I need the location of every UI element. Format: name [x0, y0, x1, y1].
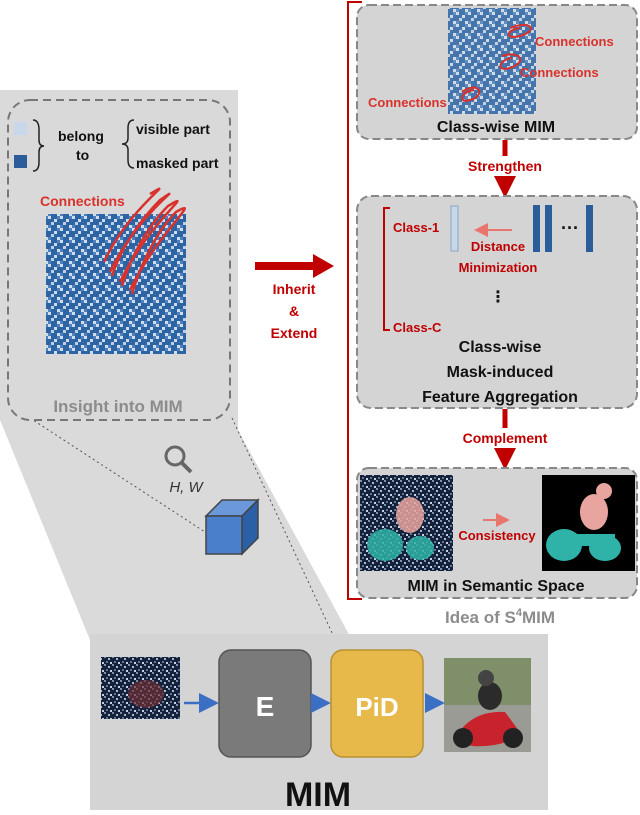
semantic-mask-shapes: [546, 483, 621, 561]
semantic-title: MIM in Semantic Space: [408, 578, 585, 595]
hw-label: H, W: [169, 479, 204, 496]
to-label: to: [76, 147, 89, 163]
mim-title: MIM: [285, 776, 351, 814]
insight-title: Insight into MIM: [53, 397, 182, 416]
s4mim-caption: Idea of S4MIM: [445, 607, 555, 627]
strengthen-label-bg: [455, 156, 555, 176]
insight-panel: belong to visible part masked part Conne…: [7, 99, 231, 421]
visible-part-label: visible part: [136, 121, 210, 137]
ampersand-label: &: [289, 303, 299, 319]
minimization-label: Minimization: [459, 260, 538, 275]
feature-bar-2: [545, 205, 552, 252]
legend-visible-swatch: [14, 122, 27, 135]
s4mim-bracket: [347, 1, 362, 600]
legend-brace-left: [32, 119, 45, 172]
extend-label: Extend: [271, 325, 318, 341]
aggregation-title-2: Mask-induced: [447, 364, 554, 381]
distance-label: Distance: [471, 239, 525, 254]
feature-cube-icon: [204, 498, 260, 556]
belong-label: belong: [58, 128, 104, 144]
reconstructed-image: [444, 658, 531, 752]
decoder-block: [330, 649, 424, 758]
caption-prefix: Idea of S: [445, 608, 516, 627]
aggregated-feature-bar: [450, 205, 459, 252]
feature-ellipsis: ···: [561, 218, 579, 238]
decoder-label: PiD: [355, 692, 398, 722]
aggregation-title-1: Class-wise: [459, 339, 542, 356]
complement-label-bg: [450, 428, 560, 448]
caption-sup: 4: [516, 607, 523, 619]
consistency-label: Consistency: [458, 528, 536, 543]
class-1-label: Class-1: [393, 220, 439, 235]
strengthen-label: Strengthen: [468, 158, 542, 174]
connections-label-3: Connections: [368, 95, 447, 110]
classwise-connection-curves: [461, 24, 532, 102]
class-bracket: [383, 207, 390, 331]
masked-input-rider: [128, 680, 164, 708]
masked-semantic-shapes: [367, 497, 434, 561]
connections-label-1: Connections: [535, 34, 614, 49]
complement-label: Complement: [463, 430, 548, 446]
classwise-mim-title: Class-wise MIM: [437, 119, 555, 136]
connection-curves: [102, 187, 186, 295]
classwise-mim-panel: Connections Connections Connections Clas…: [356, 4, 638, 140]
legend-brace-right: [121, 119, 135, 169]
mim-panel: E PiD MIM: [90, 634, 548, 814]
aggregation-panel: Class-1 Class-C ··· Distance Minimizatio…: [356, 195, 638, 409]
semantic-panel: Consistency MIM in Semantic Space: [356, 467, 638, 599]
inherit-extend-arrow: [255, 254, 334, 278]
connections-label-2: Connections: [520, 65, 599, 80]
caption-suffix: MIM: [522, 608, 555, 627]
vertical-ellipsis: ⋮: [490, 289, 506, 306]
class-c-label: Class-C: [393, 320, 442, 335]
feature-bar-3: [586, 205, 593, 252]
aggregation-title-3: Feature Aggregation: [422, 389, 578, 406]
feature-bar-1: [533, 205, 540, 252]
legend-masked-swatch: [14, 155, 27, 168]
connections-label: Connections: [40, 193, 125, 209]
encoder-label: E: [256, 691, 275, 722]
masked-part-label: masked part: [136, 155, 219, 171]
inherit-label: Inherit: [273, 281, 316, 297]
magnifier-icon: [164, 445, 193, 474]
